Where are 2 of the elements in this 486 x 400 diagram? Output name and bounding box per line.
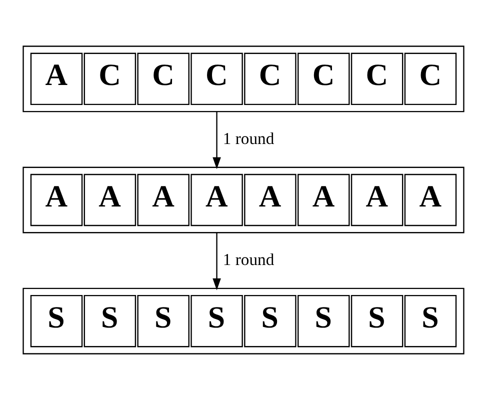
edge-label: 1 round (222, 128, 274, 148)
edge-label: 1 round (222, 250, 274, 269)
